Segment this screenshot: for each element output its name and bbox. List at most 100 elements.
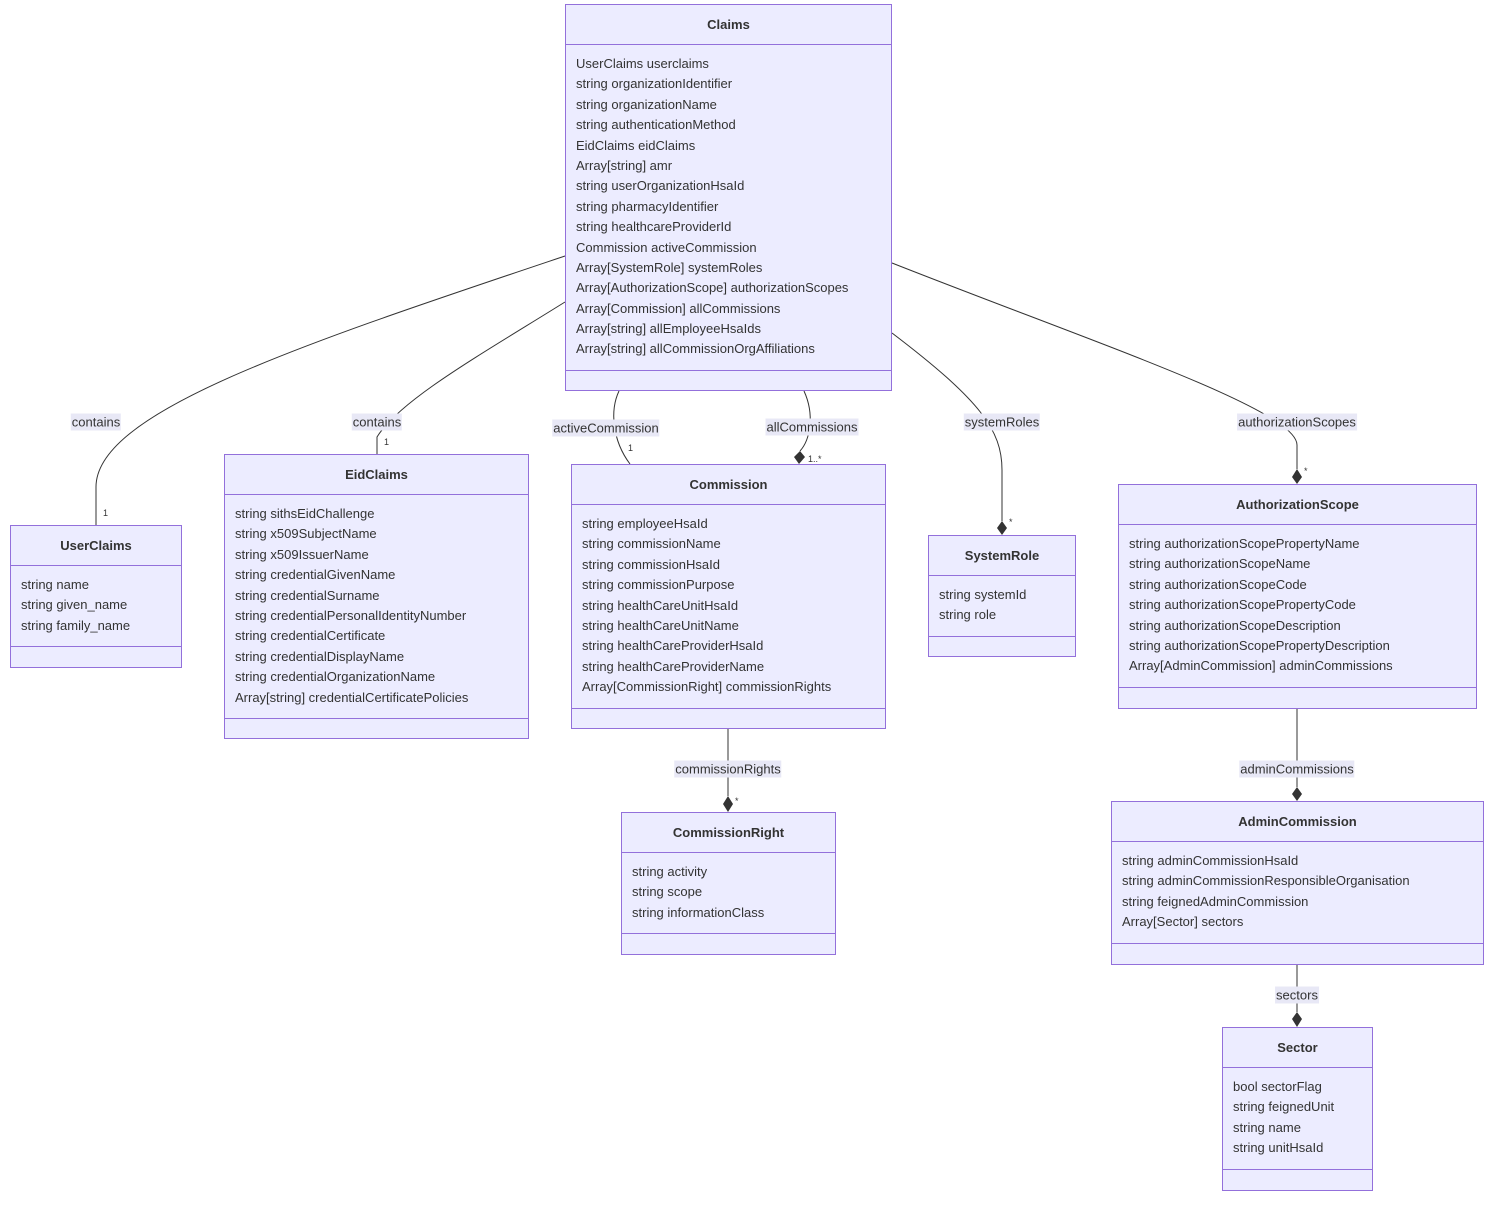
attribute: Array[string] allEmployeeHsaIds	[576, 321, 761, 337]
class-title: AuthorizationScope	[1119, 485, 1476, 525]
cardinality-marker: 1	[384, 437, 390, 447]
class-attributes: string sithsEidChallenge string x509Subj…	[225, 495, 528, 719]
attribute: string x509SubjectName	[235, 526, 377, 542]
class-claims: Claims UserClaims userclaims string orga…	[565, 4, 892, 391]
attribute: string name	[1233, 1119, 1301, 1135]
composition-diamond-admincommissions	[1292, 787, 1302, 801]
class-attributes: string activity string scope string info…	[622, 853, 835, 935]
attribute: Array[string] amr	[576, 157, 673, 173]
cardinality-marker: 1..*	[808, 454, 822, 464]
attribute: string feignedAdminCommission	[1122, 893, 1309, 909]
attribute: string scope	[632, 884, 703, 900]
attribute: string authenticationMethod	[576, 117, 736, 133]
attribute: string credentialOrganizationName	[235, 669, 436, 685]
attribute: EidClaims eidClaims	[576, 137, 696, 153]
attribute: string commissionName	[582, 536, 721, 552]
edge-claims-eidclaims	[376, 301, 566, 454]
edge-claims-userclaims	[95, 255, 566, 525]
relation-label: activeCommission	[552, 419, 660, 437]
attribute: string authorizationScopePropertyDescrip…	[1129, 637, 1390, 653]
class-authorizationscope: AuthorizationScope string authorizationS…	[1118, 484, 1477, 709]
attribute: string userOrganizationHsaId	[576, 178, 745, 194]
attribute: string authorizationScopeCode	[1129, 576, 1307, 592]
class-eidclaims: EidClaims string sithsEidChallenge strin…	[224, 454, 529, 739]
class-title: SystemRole	[929, 536, 1075, 576]
attribute: string credentialGivenName	[235, 567, 396, 583]
class-title: Commission	[572, 465, 885, 505]
class-admincommission: AdminCommission string adminCommissionHs…	[1111, 801, 1484, 965]
attribute: string authorizationScopeDescription	[1129, 617, 1341, 633]
cardinality-marker: 1	[103, 508, 109, 518]
attribute: string adminCommissionResponsibleOrganis…	[1122, 873, 1410, 889]
attribute: string systemId	[939, 587, 1027, 602]
cardinality-marker: *	[1009, 517, 1013, 527]
attribute: string healthcareProviderId	[576, 219, 732, 235]
class-title: Claims	[566, 5, 891, 45]
attribute: string authorizationScopePropertyName	[1129, 536, 1360, 551]
attribute: string sithsEidChallenge	[235, 506, 375, 521]
attribute: bool sectorFlag	[1233, 1079, 1322, 1094]
class-title: UserClaims	[11, 526, 181, 566]
cardinality-marker: *	[1304, 466, 1308, 476]
class-attributes: UserClaims userclaims string organizatio…	[566, 45, 891, 371]
composition-diamond-sectors	[1292, 1012, 1302, 1027]
class-attributes: string systemId string role	[929, 576, 1075, 637]
attribute: string healthCareUnitHsaId	[582, 597, 739, 613]
attribute: string unitHsaId	[1233, 1140, 1324, 1156]
attribute: Array[AdminCommission] adminCommissions	[1129, 658, 1393, 674]
attribute: Array[string] allCommissionOrgAffiliatio…	[576, 341, 815, 357]
class-attributes: string authorizationScopePropertyName st…	[1119, 525, 1476, 688]
class-systemrole: SystemRole string systemId string role	[928, 535, 1076, 657]
attribute: string commissionHsaId	[582, 556, 720, 572]
attribute: string authorizationScopeName	[1129, 556, 1311, 572]
attribute: Array[Sector] sectors	[1122, 914, 1244, 930]
attribute: UserClaims userclaims	[576, 56, 709, 71]
attribute: Array[SystemRole] systemRoles	[576, 259, 763, 275]
attribute: string organizationIdentifier	[576, 76, 733, 92]
attribute: string x509IssuerName	[235, 546, 369, 562]
attribute: string pharmacyIdentifier	[576, 198, 719, 214]
class-attributes: bool sectorFlag string feignedUnit strin…	[1223, 1068, 1372, 1170]
relation-label: contains	[351, 413, 403, 431]
attribute: string given_name	[21, 597, 128, 613]
cardinality-marker: 1	[628, 443, 634, 453]
relation-label: sectors	[1275, 986, 1319, 1004]
attribute: string informationClass	[632, 904, 765, 920]
attribute: string feignedUnit	[1233, 1099, 1335, 1115]
relation-label: systemRoles	[963, 413, 1041, 431]
class-commission: Commission string employeeHsaId string c…	[571, 464, 886, 729]
relation-label: commissionRights	[674, 760, 782, 778]
attribute: string employeeHsaId	[582, 516, 708, 531]
attribute: string credentialSurname	[235, 587, 380, 603]
class-title: EidClaims	[225, 455, 528, 495]
attribute: string healthCareProviderHsaId	[582, 638, 764, 654]
attribute: string authorizationScopePropertyCode	[1129, 597, 1356, 613]
class-attributes: string adminCommissionHsaId string admin…	[1112, 842, 1483, 944]
attribute: string credentialPersonalIdentityNumber	[235, 607, 467, 623]
class-attributes: string employeeHsaId string commissionNa…	[572, 505, 885, 709]
attribute: string name	[21, 577, 89, 592]
attribute: Array[Commission] allCommissions	[576, 300, 781, 316]
composition-diamond-allcommissions	[794, 451, 805, 464]
attribute: string family_name	[21, 617, 131, 633]
attribute: Array[string] credentialCertificatePolic…	[235, 689, 469, 705]
class-attributes: string name string given_name string fam…	[11, 566, 181, 648]
class-sector: Sector bool sectorFlag string feignedUni…	[1222, 1027, 1373, 1191]
relation-label: contains	[70, 413, 122, 431]
composition-diamond-authscopes	[1292, 469, 1302, 484]
attribute: Commission activeCommission	[576, 239, 757, 255]
class-commissionright: CommissionRight string activity string s…	[621, 812, 836, 955]
class-userclaims: UserClaims string name string given_name…	[10, 525, 182, 668]
edge-claims-authscope	[891, 262, 1298, 469]
attribute: Array[AuthorizationScope] authorizationS…	[576, 280, 849, 296]
class-title: AdminCommission	[1112, 802, 1483, 842]
class-title: CommissionRight	[622, 813, 835, 853]
composition-diamond-systemroles	[997, 521, 1007, 535]
relation-label: authorizationScopes	[1237, 413, 1357, 431]
attribute: string credentialDisplayName	[235, 648, 405, 664]
attribute: string healthCareProviderName	[582, 658, 765, 674]
attribute: string activity	[632, 864, 708, 879]
attribute: string role	[939, 607, 997, 623]
composition-diamond-commissionrights	[723, 796, 733, 812]
